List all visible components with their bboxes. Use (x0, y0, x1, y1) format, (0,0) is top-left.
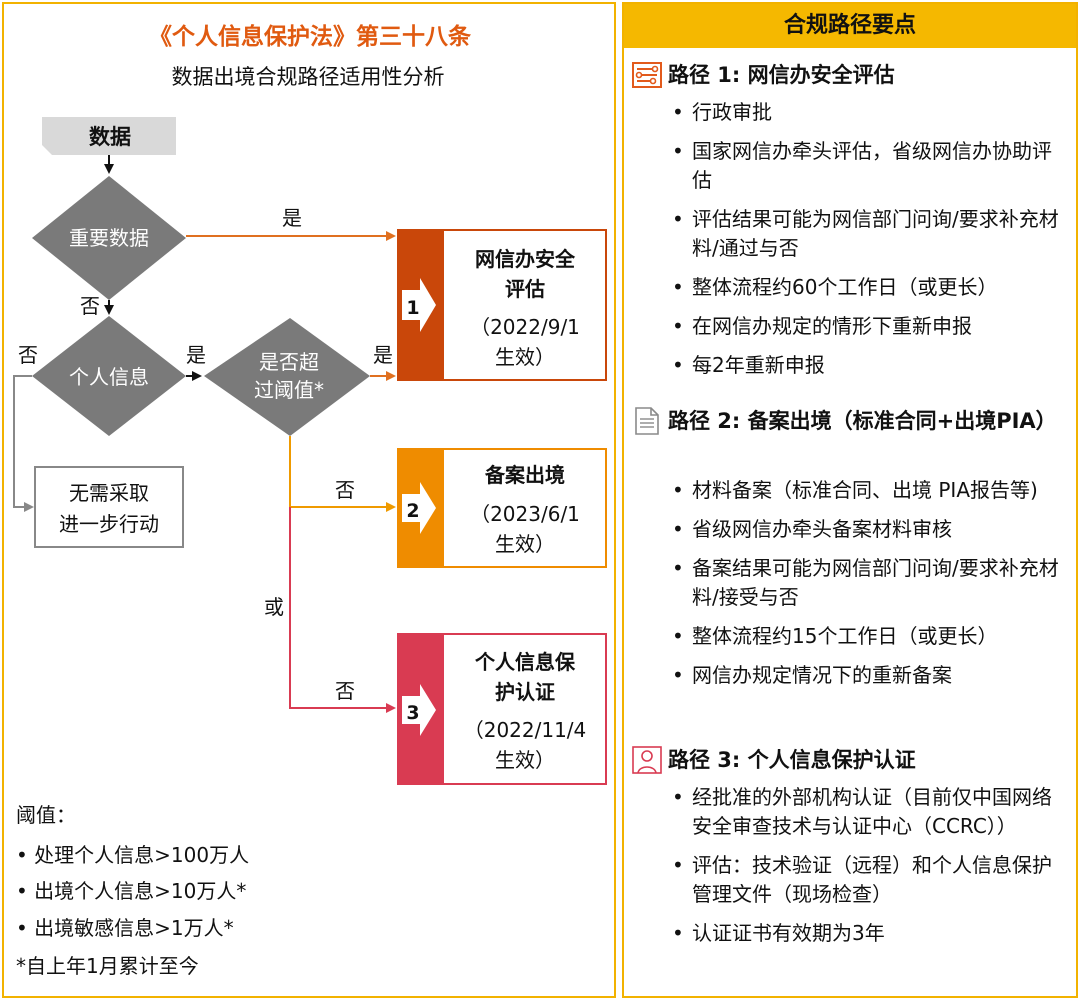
path-3-heading: 路径 3: 个人信息保护认证 (632, 745, 1068, 775)
circuit-icon (632, 60, 668, 90)
list-item: 经批准的外部机构认证（目前仅中国网络安全审查技术与认证中心（CCRC）） (670, 783, 1070, 841)
outcome-2-filing: 2 备案出境 （2023/6/1 生效） (397, 448, 607, 568)
svg-text:1: 1 (406, 297, 419, 319)
edge-label-yes: 是 (373, 343, 393, 367)
diagram-subtitle: 数据出境合规路径适用性分析 (172, 65, 445, 89)
personal-info-decision: 个人信息 (32, 316, 186, 436)
edge-label-or: 或 (264, 595, 284, 619)
important-data-decision: 重要数据 (32, 176, 186, 300)
no-action-box: 无需采取 进一步行动 (34, 466, 184, 548)
edge-label-no: 否 (18, 343, 38, 367)
list-item: 评估：技术验证（远程）和个人信息保护管理文件（现场检查） (670, 851, 1070, 909)
data-node: 数据 (42, 117, 176, 155)
list-item: 在网信办规定的情形下重新申报 (670, 312, 1070, 341)
svg-text:是否超: 是否超 (259, 350, 319, 374)
path-1-title: 路径 1: 网信办安全评估 (668, 63, 895, 87)
path-2-heading: 路径 2: 备案出境（标准合同+出境PIA） (632, 406, 1068, 436)
list-item: 网信办规定情况下的重新备案 (670, 661, 1070, 690)
path-1-heading: 路径 1: 网信办安全评估 (632, 60, 1068, 90)
edge-label-no: 否 (335, 679, 355, 703)
svg-text:2: 2 (406, 500, 419, 522)
svg-text:备案出境: 备案出境 (484, 463, 565, 487)
svg-text:生效）: 生效） (495, 748, 555, 772)
list-item: 材料备案（标准合同、出境 PIA报告等) (670, 476, 1070, 505)
path-3-title: 路径 3: 个人信息保护认证 (668, 748, 916, 772)
key-points-panel: 合规路径要点 路径 1: 网信办安全评估 行政审批 国家网信办牵头评估，省级网信… (622, 2, 1078, 998)
document-icon (632, 406, 668, 436)
edge-label-yes: 是 (282, 206, 302, 230)
path-1-bullets: 行政审批 国家网信办牵头评估，省级网信办协助评估 评估结果可能为网信部门问询/要… (670, 98, 1070, 390)
threshold-item: • 出境个人信息>10万人* (16, 879, 247, 903)
svg-text:数据: 数据 (89, 125, 131, 149)
list-item: 行政审批 (670, 98, 1070, 127)
svg-text:生效）: 生效） (495, 345, 555, 369)
edge-label-no: 否 (335, 478, 355, 502)
flowchart-panel (2, 2, 616, 998)
path-2-bullets: 材料备案（标准合同、出境 PIA报告等) 省级网信办牵头备案材料审核 备案结果可… (670, 476, 1070, 700)
svg-text:（2022/11/4: （2022/11/4 (464, 718, 587, 742)
svg-text:护认证: 护认证 (495, 680, 555, 704)
threshold-note: *自上年1月累计至今 (16, 954, 199, 978)
list-item: 整体流程约15个工作日（或更长） (670, 622, 1070, 651)
list-item: 每2年重新申报 (670, 351, 1070, 380)
threshold-item: • 出境敏感信息>1万人* (16, 916, 234, 940)
list-item: 认证证书有效期为3年 (670, 919, 1070, 948)
list-item: 备案结果可能为网信部门问询/要求补充材料/接受与否 (670, 554, 1070, 612)
svg-text:个人信息保: 个人信息保 (474, 650, 576, 674)
threshold-item: • 处理个人信息>100万人 (16, 843, 250, 867)
svg-text:个人信息: 个人信息 (69, 365, 149, 389)
diagram-title: 《个人信息保护法》第三十八条 (149, 23, 471, 50)
path-3-bullets: 经批准的外部机构认证（目前仅中国网络安全审查技术与认证中心（CCRC）） 评估：… (670, 783, 1070, 958)
list-item: 省级网信办牵头备案材料审核 (670, 515, 1070, 544)
list-item: 评估结果可能为网信部门问询/要求补充材料/通过与否 (670, 205, 1070, 263)
flowchart-diagram: 《个人信息保护法》第三十八条 数据出境合规路径适用性分析 数据 重要数据 是 否… (13, 23, 607, 785)
connector (13, 375, 34, 512)
list-item: 整体流程约60个工作日（或更长） (670, 273, 1070, 302)
outcome-1-cac-assessment: 1 网信办安全 评估 （2022/9/1 生效） (397, 229, 607, 381)
svg-text:评估: 评估 (505, 277, 545, 301)
path-2-title: 路径 2: 备案出境（标准合同+出境PIA） (668, 409, 1057, 433)
svg-text:3: 3 (406, 702, 419, 724)
svg-text:过阈值*: 过阈值* (254, 378, 324, 402)
key-points-header: 合规路径要点 (624, 4, 1076, 48)
svg-text:生效）: 生效） (495, 532, 555, 556)
edge-label-yes: 是 (186, 343, 206, 367)
svg-text:网信办安全: 网信办安全 (475, 247, 576, 271)
person-icon (632, 745, 668, 775)
connector (289, 507, 396, 713)
svg-text:进一步行动: 进一步行动 (59, 512, 159, 536)
svg-text:（2022/9/1: （2022/9/1 (470, 315, 580, 339)
svg-text:（2023/6/1: （2023/6/1 (470, 502, 580, 526)
svg-text:重要数据: 重要数据 (69, 226, 149, 250)
svg-text:无需采取: 无需采取 (69, 481, 149, 505)
threshold-decision: 是否超 过阈值* (204, 318, 370, 436)
threshold-heading: 阈值： (16, 803, 76, 827)
list-item: 国家网信办牵头评估，省级网信办协助评估 (670, 137, 1070, 195)
edge-label-no: 否 (80, 294, 100, 318)
outcome-3-certification: 3 个人信息保 护认证 （2022/11/4 生效） (397, 633, 607, 785)
